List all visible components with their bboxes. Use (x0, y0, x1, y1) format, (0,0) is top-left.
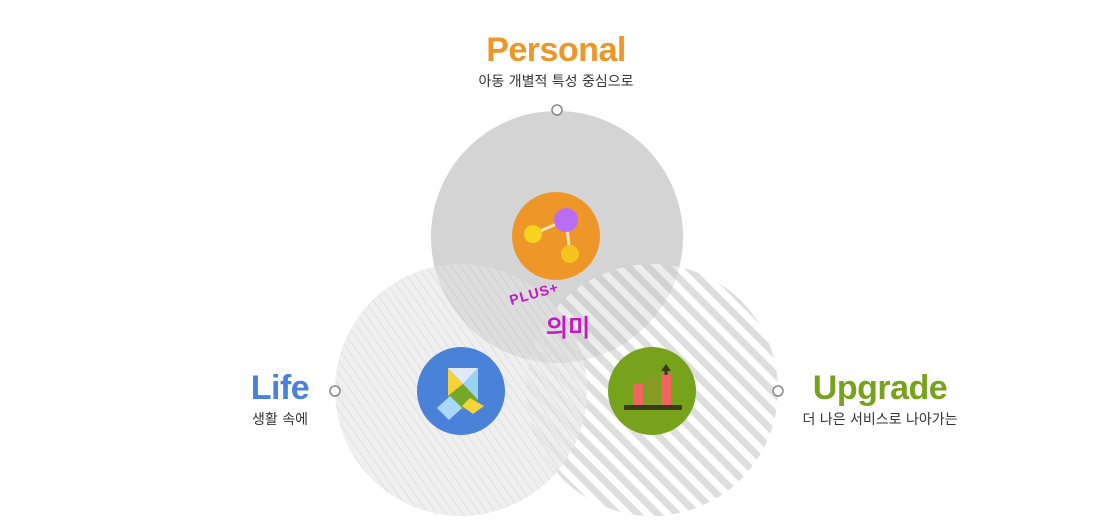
tangram-icon (417, 347, 505, 435)
personal-title: Personal (486, 31, 626, 69)
life-marker (329, 385, 341, 397)
meaning-label: 의미 (546, 314, 591, 342)
upgrade-title: Upgrade (812, 369, 948, 407)
personal-subtitle: 아동 개별적 특성 중심으로 (478, 74, 634, 90)
bar-chart-growth-icon (608, 347, 696, 435)
personal-label: Personal 아동 개별적 특성 중심으로 (406, 32, 706, 92)
life-title: Life (250, 369, 310, 407)
upgrade-subtitle: 더 나은 서비스로 나아가는 (802, 412, 958, 428)
personal-marker (551, 104, 563, 116)
upgrade-marker (772, 385, 784, 397)
life-label: Life 생활 속에 (190, 370, 370, 430)
molecule-icon (512, 192, 600, 280)
life-subtitle: 생활 속에 (252, 412, 308, 428)
upgrade-label: Upgrade 더 나은 서비스로 나아가는 (760, 370, 1000, 430)
